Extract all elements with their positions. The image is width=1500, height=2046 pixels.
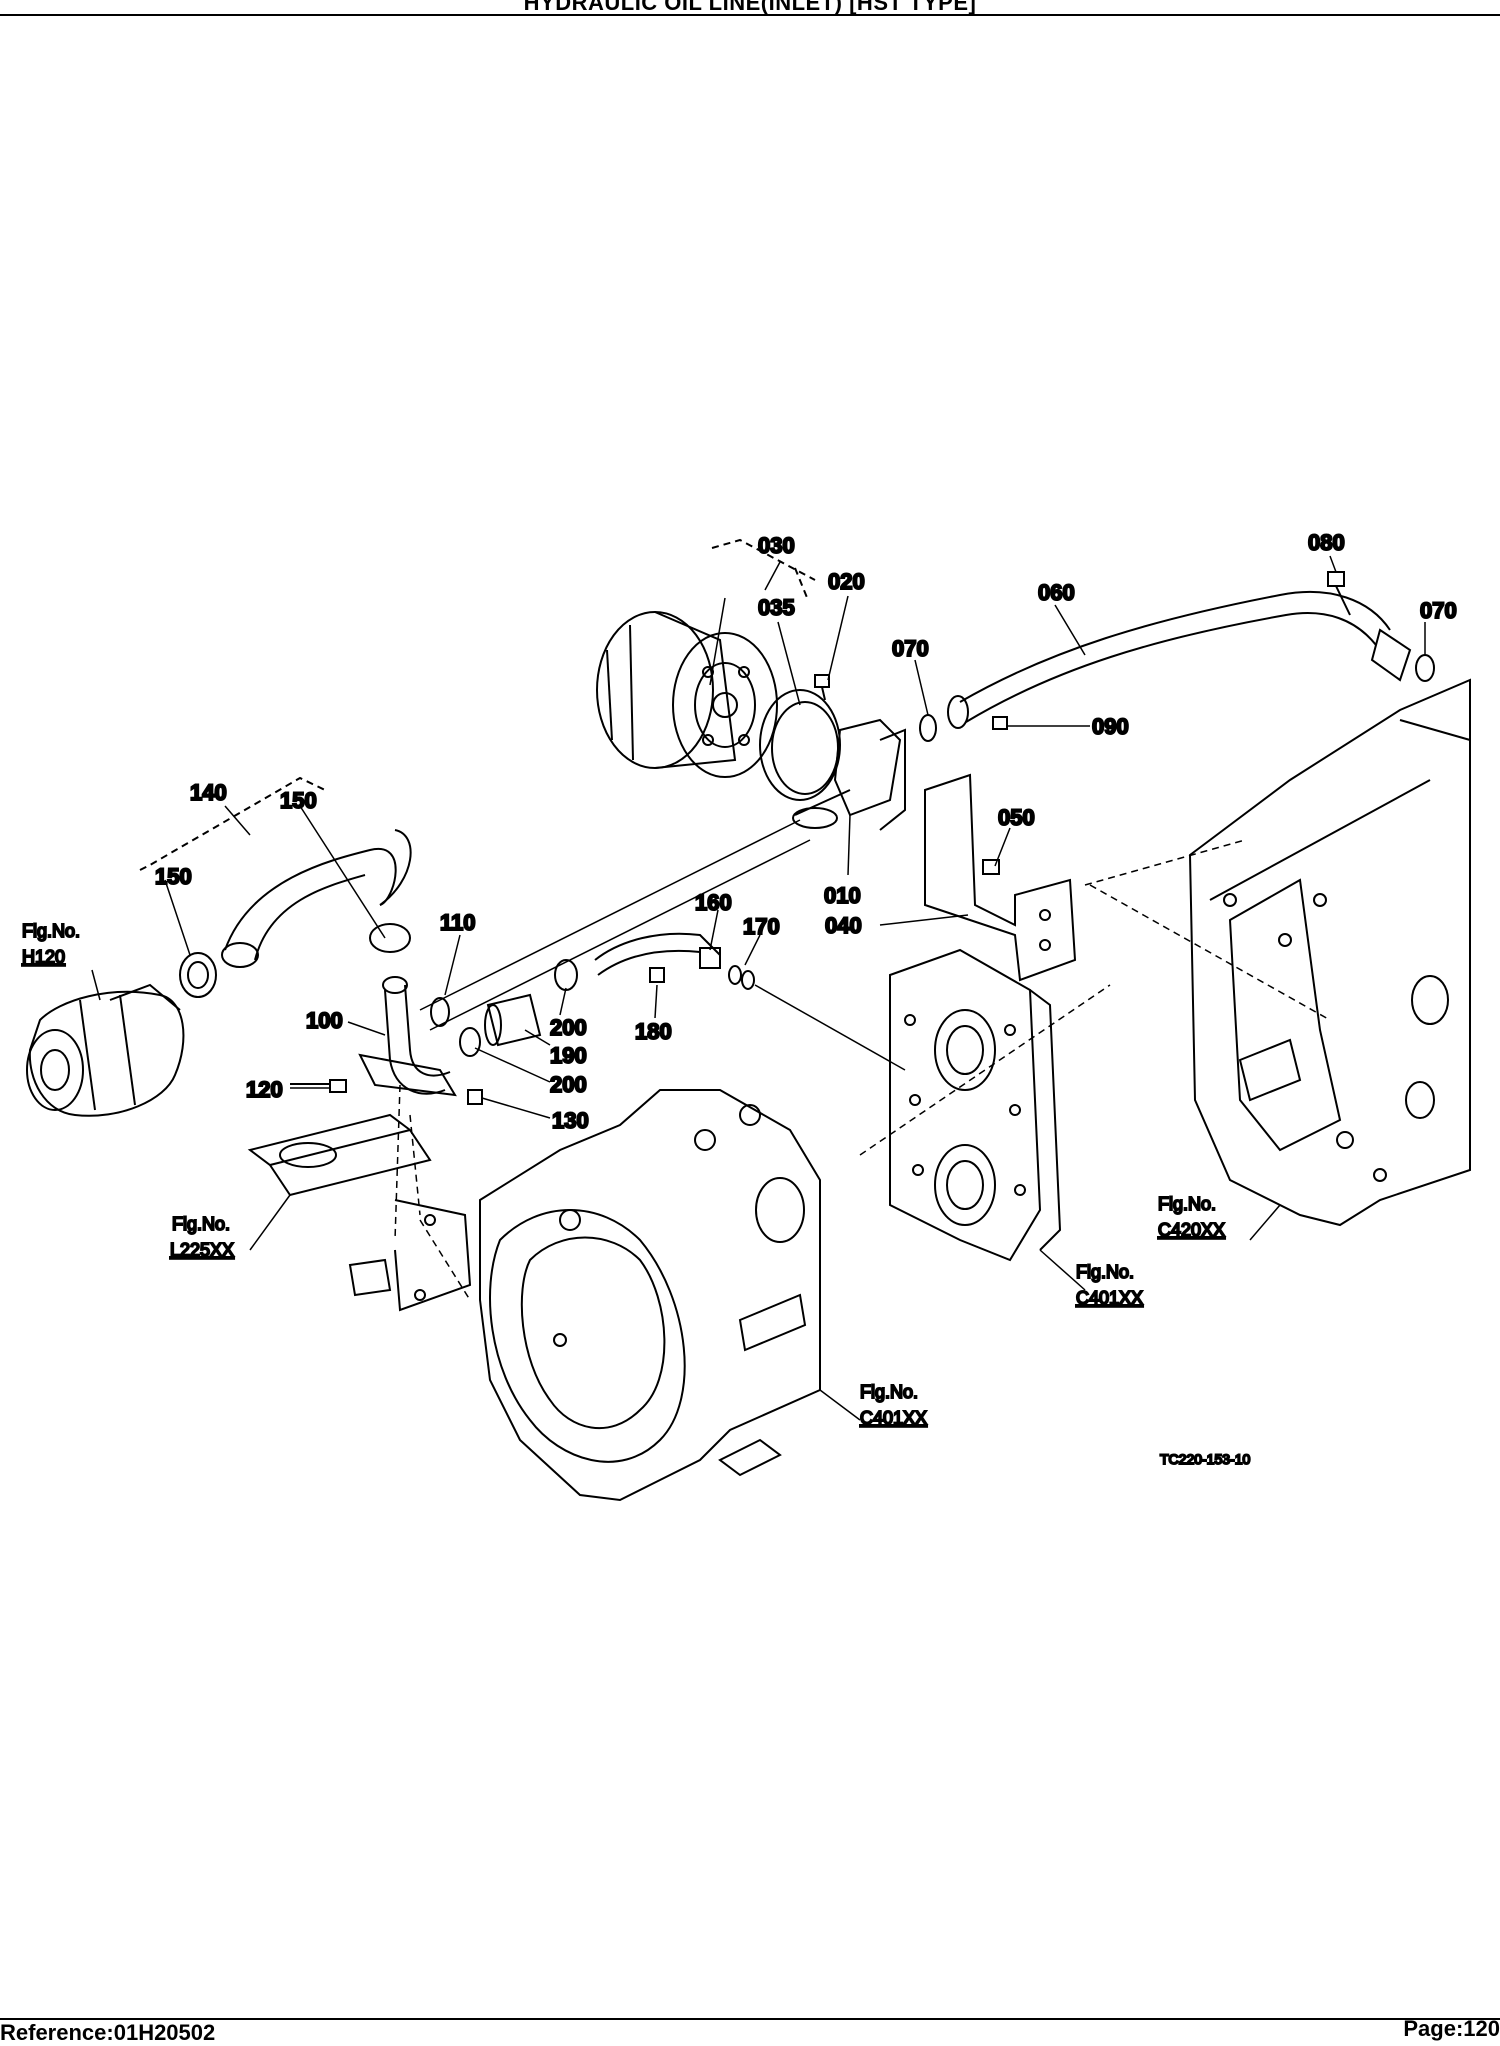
callout-090: 090 xyxy=(1092,714,1129,739)
title-divider xyxy=(0,14,1500,16)
callout-200-lower: 200 xyxy=(550,1072,587,1097)
page-title: HYDRAULIC OIL LINE(INLET) [HST TYPE] xyxy=(523,0,977,15)
callout-040: 040 xyxy=(825,913,862,938)
transmission-case-c401-center[interactable] xyxy=(889,948,1062,1262)
callout-140: 140 xyxy=(190,780,227,805)
bushing-190[interactable] xyxy=(484,993,542,1047)
hst-pump-h120[interactable] xyxy=(26,983,185,1117)
hose-clamp-150-right[interactable] xyxy=(369,923,411,953)
callout-035: 035 xyxy=(758,595,795,620)
frame-bracket-l225[interactable] xyxy=(247,1113,472,1312)
callout-100: 100 xyxy=(306,1008,343,1033)
callout-080: 080 xyxy=(1308,530,1345,555)
bolt-020[interactable] xyxy=(814,674,830,701)
bolt-050[interactable] xyxy=(982,859,1000,875)
o-ring-110[interactable] xyxy=(430,997,450,1027)
callout-070-left: 070 xyxy=(892,636,929,661)
callout-200-upper: 200 xyxy=(550,1015,587,1040)
transmission-case-c401-lower[interactable] xyxy=(479,1089,821,1502)
hose-clamp-150-left[interactable] xyxy=(179,952,217,998)
fig-ref-l225-label: Fig.No. xyxy=(172,1214,230,1234)
fig-ref-h120-label: Fig.No. xyxy=(22,921,80,941)
callout-190: 190 xyxy=(550,1043,587,1068)
callout-020: 020 xyxy=(828,569,865,594)
callout-130: 130 xyxy=(552,1108,589,1133)
callout-030: 030 xyxy=(758,533,795,558)
callout-070-right: 070 xyxy=(1420,598,1457,623)
o-ring-170[interactable] xyxy=(728,965,755,990)
o-ring-070-right[interactable] xyxy=(1415,654,1435,682)
callout-170: 170 xyxy=(743,914,780,939)
callout-010: 010 xyxy=(824,883,861,908)
hose-140[interactable] xyxy=(221,829,412,968)
bracket-040[interactable] xyxy=(924,773,1077,982)
fig-ref-c401-lower-label: Fig.No. xyxy=(860,1382,918,1402)
footer-divider xyxy=(0,2018,1500,2020)
oil-filter-cartridge[interactable] xyxy=(596,611,778,778)
callout-110: 110 xyxy=(440,910,476,935)
callout-150-left: 150 xyxy=(155,864,192,889)
callout-160: 160 xyxy=(695,890,732,915)
footer-page-number: Page:120 xyxy=(1403,2016,1500,2041)
fig-ref-c401-center-code: C401XX xyxy=(1076,1288,1143,1308)
bolt-130[interactable] xyxy=(467,1089,483,1105)
filter-gasket[interactable] xyxy=(759,689,841,801)
callout-060: 060 xyxy=(1038,580,1075,605)
o-ring-070-left[interactable] xyxy=(919,714,937,742)
filter-bracket-head[interactable] xyxy=(792,718,906,831)
callout-150-top: 150 xyxy=(280,788,317,813)
bolt-180[interactable] xyxy=(649,967,665,983)
gasket-200[interactable] xyxy=(459,959,578,1057)
transmission-case-c420-rear[interactable] xyxy=(1188,678,1471,1227)
fig-ref-c401-center-label: Fig.No. xyxy=(1076,1262,1134,1282)
drawing-code: TC220-153-10 xyxy=(1160,1451,1250,1467)
fig-ref-c420-label: Fig.No. xyxy=(1158,1194,1216,1214)
elbow-pipe-100[interactable] xyxy=(358,976,457,1097)
bolt-090[interactable] xyxy=(992,716,1008,730)
pipe-flange-right[interactable] xyxy=(1370,628,1412,682)
fig-ref-c401-lower-code: C401XX xyxy=(860,1408,927,1428)
footer-reference: Reference:01H20502 xyxy=(0,2020,216,2045)
bolt-120[interactable] xyxy=(290,1079,347,1093)
fig-ref-l225-code: L225XX xyxy=(170,1240,234,1260)
fig-ref-h120-code: H120 xyxy=(22,947,65,967)
callout-050: 050 xyxy=(998,805,1035,830)
fig-ref-c420-code: C420XX xyxy=(1158,1220,1225,1240)
callout-180: 180 xyxy=(635,1019,672,1044)
suction-pipe-060[interactable] xyxy=(947,591,1391,729)
callout-120: 120 xyxy=(246,1077,283,1102)
